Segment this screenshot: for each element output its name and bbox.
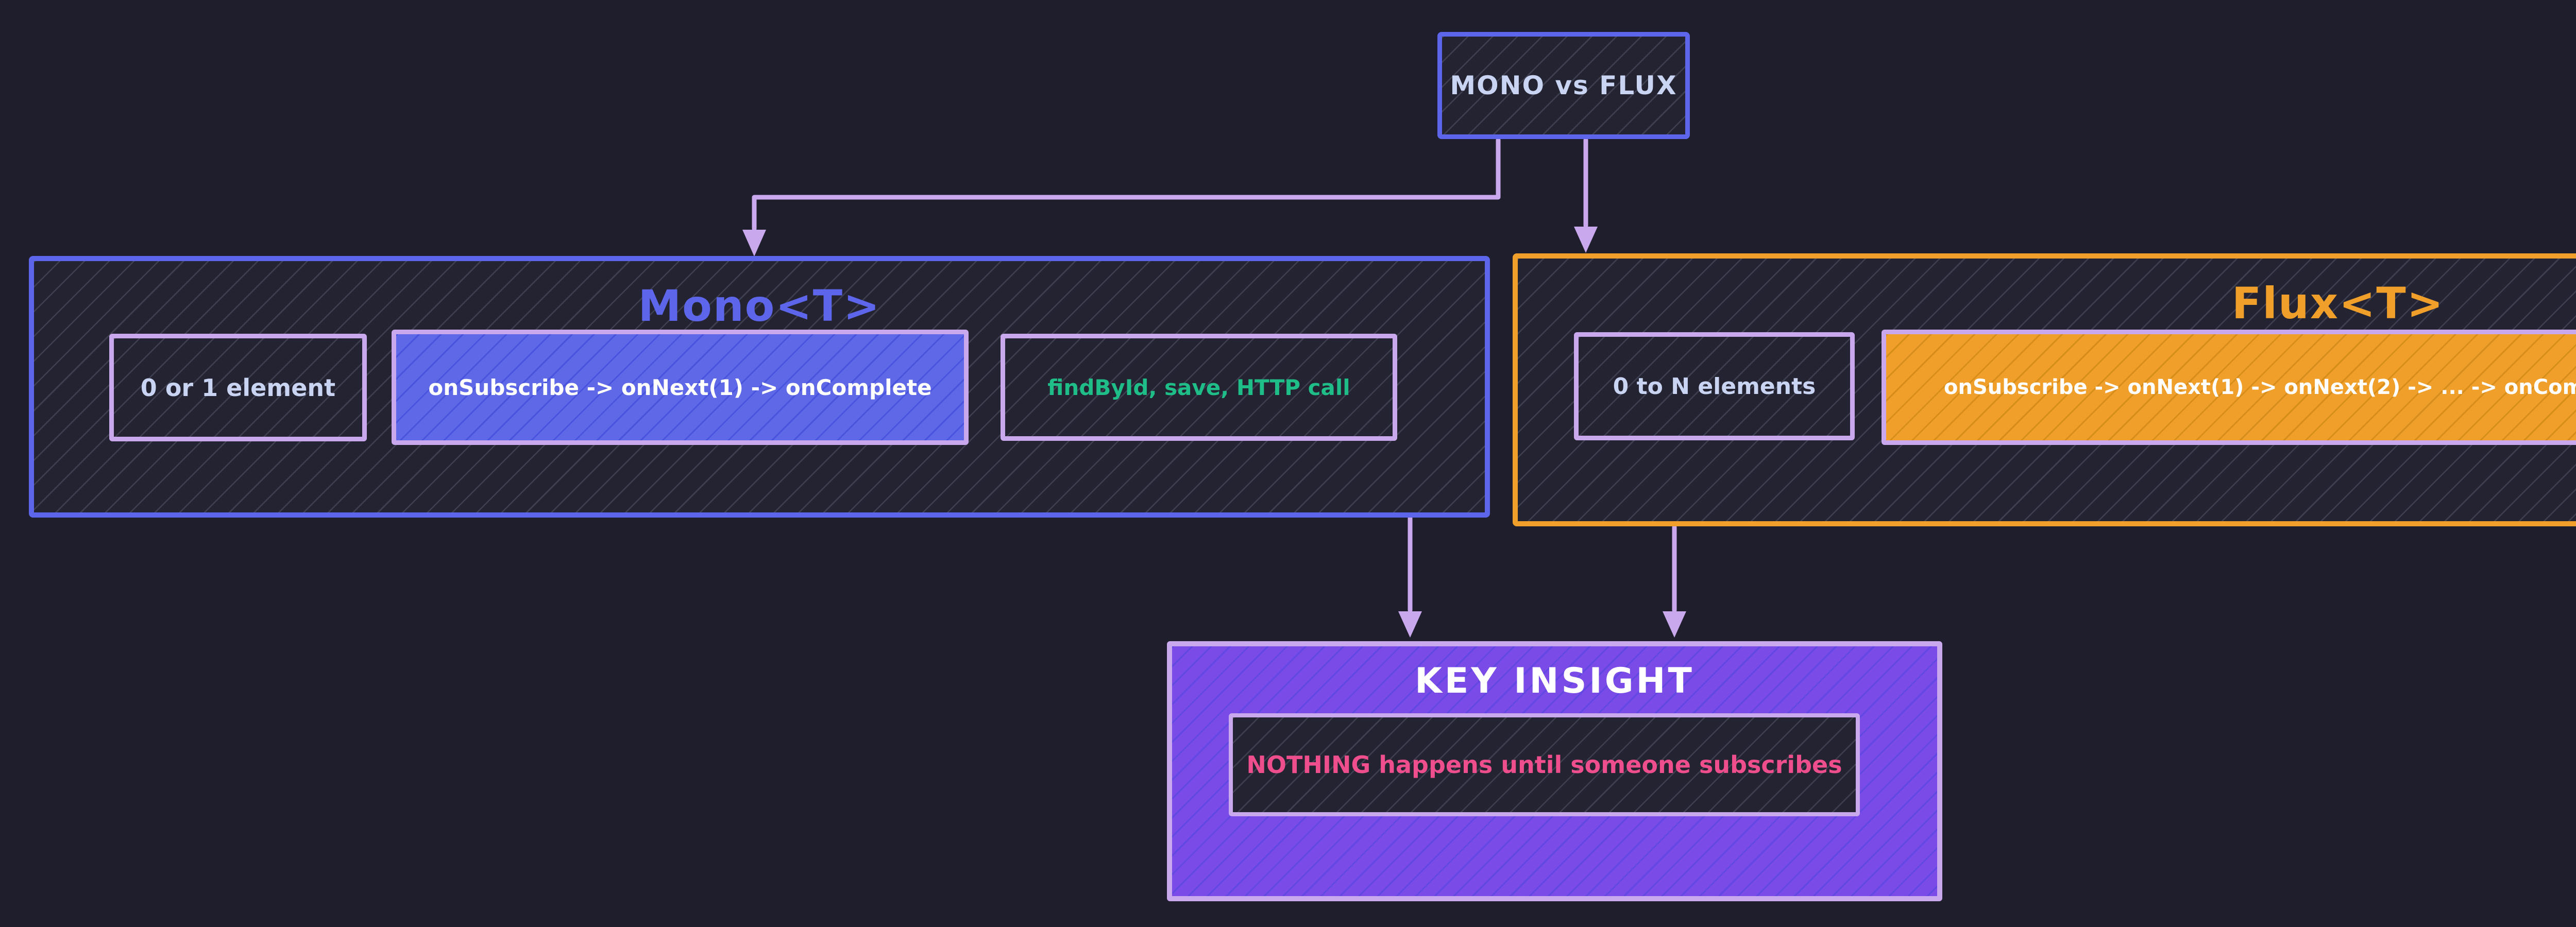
flux-node-lifecycle: onSubscribe -> onNext(1) -> onNext(2) ->… (1882, 330, 2576, 445)
key-insight-box: KEY INSIGHT NOTHING happens until someon… (1167, 641, 1942, 901)
flux-section-title: Flux<T> (2231, 278, 2445, 329)
flux-node-cardinality: 0 to N elements (1574, 332, 1855, 440)
mono-node-lifecycle-label: onSubscribe -> onNext(1) -> onComplete (428, 374, 932, 400)
arrow-mono-to-insight (1398, 516, 1422, 638)
mono-node-cardinality: 0 or 1 element (109, 334, 367, 441)
arrow-flux-to-insight (1663, 525, 1686, 638)
mono-node-lifecycle: onSubscribe -> onNext(1) -> onComplete (392, 330, 969, 445)
key-insight-note: NOTHING happens until someone subscribes (1229, 713, 1860, 816)
mono-node-usecases-label: findById, save, HTTP call (1047, 374, 1350, 400)
mono-section-title: Mono<T> (638, 281, 881, 331)
diagram-title-box: MONO vs FLUX (1437, 32, 1690, 139)
key-insight-title: KEY INSIGHT (1415, 661, 1694, 701)
arrow-title-to-mono (742, 138, 1501, 256)
mono-section: Mono<T> 0 or 1 element onSubscribe -> on… (29, 256, 1490, 518)
key-insight-note-label: NOTHING happens until someone subscribes (1246, 751, 1842, 779)
flux-section: Flux<T> 0 to N elements onSubscribe -> o… (1513, 253, 2576, 526)
diagram-title: MONO vs FLUX (1450, 71, 1677, 100)
flux-node-lifecycle-label: onSubscribe -> onNext(1) -> onNext(2) ->… (1943, 375, 2576, 399)
mono-node-cardinality-label: 0 or 1 element (140, 373, 336, 402)
arrow-title-to-flux (1574, 138, 1598, 253)
mono-node-usecases: findById, save, HTTP call (1001, 334, 1397, 441)
flux-node-cardinality-label: 0 to N elements (1613, 373, 1816, 400)
